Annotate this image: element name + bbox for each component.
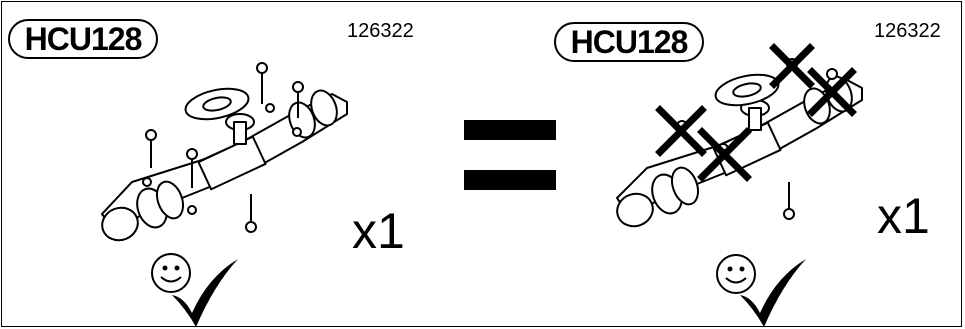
check-mark-icon	[172, 259, 238, 327]
valve-assembly-screws-crossed-drawing	[616, 43, 863, 228]
smiley-face-icon	[716, 254, 756, 294]
quantity-label: x1	[352, 203, 405, 259]
smiley-face-icon	[151, 253, 191, 293]
model-badge: HCU128	[8, 19, 158, 59]
part-code: 126322	[347, 20, 414, 42]
equals-icon	[464, 120, 556, 192]
model-badge: HCU128	[554, 22, 704, 62]
left-panel: HCU128 126322	[2, 2, 472, 328]
check-mark-icon	[740, 259, 806, 327]
part-code: 126322	[874, 20, 941, 42]
quantity-label: x1	[877, 188, 930, 244]
right-panel: HCU128 126322	[542, 2, 962, 328]
valve-assembly-with-screws-drawing	[101, 62, 348, 242]
